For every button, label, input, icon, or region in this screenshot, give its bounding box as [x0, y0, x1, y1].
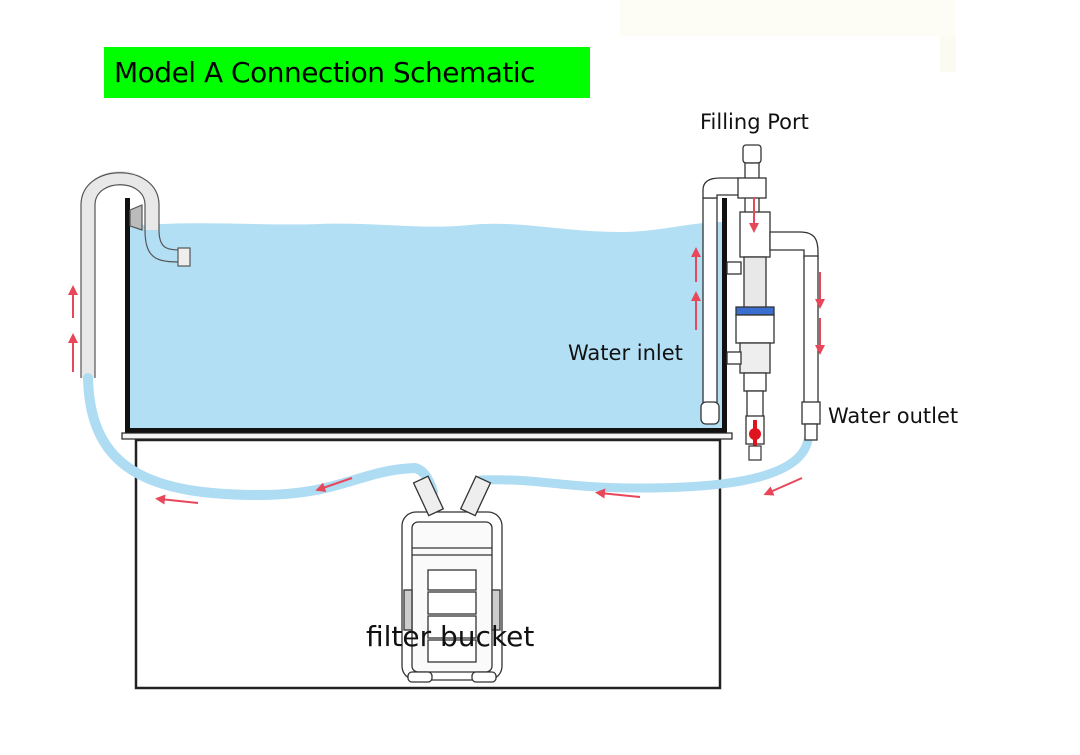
label-filter-bucket: filter bucket	[366, 620, 535, 653]
background-smudge	[940, 36, 956, 72]
label-water-outlet: Water outlet	[828, 404, 959, 428]
title-banner: Model A Connection Schematic	[104, 47, 590, 98]
flow-arrow-left	[595, 488, 641, 499]
outlet-pipe	[769, 231, 821, 441]
filling-port-tee	[737, 144, 767, 216]
flow-arrow-left	[155, 494, 199, 505]
filter-bucket-drawing	[401, 475, 503, 683]
label-water-inlet: Water inlet	[568, 341, 683, 365]
return-pipe	[80, 171, 191, 378]
drain-valve	[745, 415, 765, 461]
flow-arrow-left	[763, 477, 803, 496]
hose-return	[83, 373, 438, 501]
label-filling-port: Filling Port	[700, 110, 809, 134]
inlet-pipe	[700, 177, 741, 425]
hose-intake	[475, 435, 813, 493]
flow-arrow-left	[315, 477, 353, 493]
aquarium-tank	[121, 198, 733, 440]
flow-arrows	[68, 197, 825, 505]
prefilter-body	[726, 211, 775, 422]
tank-water	[130, 222, 722, 430]
diagram-title: Model A Connection Schematic	[114, 56, 536, 89]
background-smudge	[620, 0, 955, 36]
